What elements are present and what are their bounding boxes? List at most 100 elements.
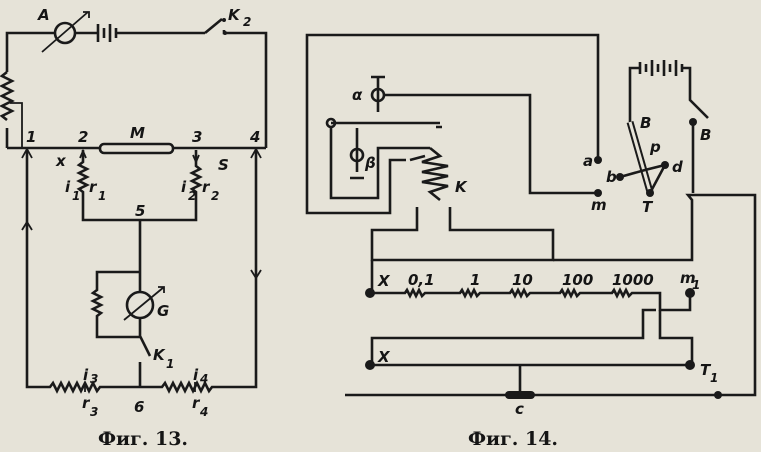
ammeter-icon	[53, 21, 77, 45]
label-k2-sub: 2	[243, 15, 251, 29]
label-i2-sub: 2	[188, 189, 196, 203]
rheostat-icon	[0, 70, 15, 122]
label-T1: T	[700, 361, 712, 379]
label-T1-sub: 1	[710, 371, 718, 385]
label-k1: K	[153, 346, 166, 364]
label-sample-M: M	[130, 124, 145, 142]
circuit-stroke	[714, 391, 722, 399]
ground-line	[345, 365, 718, 397]
label-d: d	[672, 158, 683, 176]
terminal-X1	[365, 288, 375, 298]
label-a: a	[583, 152, 593, 170]
circuit-stroke	[222, 18, 226, 22]
label-b: b	[606, 168, 617, 186]
terminal-a	[594, 156, 602, 164]
lever-wire	[329, 127, 430, 200]
label-T: T	[642, 198, 654, 216]
label-m1: m	[680, 269, 696, 287]
label-G: G	[157, 302, 169, 320]
coil-wire	[370, 154, 555, 262]
label-i4: i	[193, 366, 199, 384]
circuit-stroke	[689, 118, 697, 126]
bottom-bridge	[25, 150, 258, 394]
figure-13-caption: Фиг. 13.	[98, 428, 188, 450]
contact-bd	[619, 163, 668, 194]
galvanometer-icon	[125, 290, 155, 320]
label-k1-sub: 1	[166, 357, 174, 371]
label-resistor-100: 100	[562, 271, 593, 289]
label-S: S	[218, 156, 229, 174]
label-i4-sub: 4	[199, 372, 208, 386]
contact-c	[505, 391, 535, 399]
label-resistor-1000: 1000	[612, 271, 654, 289]
circuit-stroke	[661, 161, 669, 169]
label-r1: r	[89, 178, 98, 196]
figure-14-caption: Фиг. 14.	[468, 428, 558, 450]
label-i2: i	[181, 178, 187, 196]
coil-K-icon	[421, 146, 449, 202]
galvanometer-shunt	[90, 270, 140, 339]
label-node-4: 4	[249, 128, 260, 146]
battery-icon-2	[628, 60, 709, 122]
label-r2-sub: 2	[211, 189, 219, 203]
label-r1-sub: 1	[98, 189, 106, 203]
label-X2: X	[377, 348, 391, 366]
label-i3: i	[83, 366, 89, 384]
circuit-stroke	[628, 121, 652, 193]
label-resistor-10: 10	[512, 271, 533, 289]
label-node-3: 3	[192, 128, 202, 146]
label-r4: r	[192, 394, 201, 412]
label-i3-sub: 3	[90, 372, 98, 386]
circuit-stroke	[646, 189, 654, 197]
label-m: m	[591, 196, 607, 214]
r1-r2-branch	[76, 150, 203, 222]
circuit-stroke	[350, 128, 364, 180]
label-m1-sub: 1	[692, 278, 700, 292]
switch-k2-icon	[204, 17, 223, 35]
rheostat-slider	[10, 102, 23, 148]
circuit-stroke	[84, 382, 196, 392]
label-x: x	[55, 152, 67, 170]
label-X1: X	[377, 272, 391, 290]
label-r3-sub: 3	[90, 405, 98, 419]
label-c: c	[515, 400, 524, 418]
label-i1: i	[65, 178, 71, 196]
circuit-stroke	[79, 148, 200, 165]
figure-14: α β K a m b d T B B p X X 0,1 1 10 100 1…	[305, 33, 757, 450]
label-i1-sub: 1	[72, 189, 80, 203]
label-r4-sub: 4	[199, 405, 208, 419]
label-k2: K	[228, 6, 241, 24]
bridge-lower-wires	[370, 308, 694, 367]
terminal-m1	[685, 288, 695, 298]
label-resistor-1: 1	[470, 271, 480, 289]
circuit-stroke	[616, 173, 624, 181]
resistance-decade-box	[370, 287, 692, 312]
terminal-m	[594, 189, 602, 197]
label-node-6: 6	[134, 398, 144, 416]
sample-rod-M	[98, 142, 175, 155]
battery-icon	[95, 24, 121, 42]
label-alpha: α	[352, 86, 363, 104]
circuit-stroke	[95, 24, 121, 42]
label-r2: r	[202, 178, 211, 196]
label-node-2: 2	[78, 128, 88, 146]
supply-wire	[5, 30, 268, 148]
circuit-stroke	[123, 286, 165, 321]
label-node-5: 5	[135, 202, 145, 220]
label-B: B	[640, 114, 651, 132]
label-resistor-0.1: 0,1	[408, 271, 435, 289]
label-K: K	[455, 178, 468, 196]
label-node-1: 1	[26, 128, 36, 146]
label-p: p	[649, 138, 661, 156]
ammeter-needle	[41, 11, 90, 53]
right-wire	[370, 193, 757, 397]
circuit-stroke	[223, 31, 227, 35]
label-ammeter: A	[37, 6, 50, 24]
outer-loop	[305, 33, 600, 215]
label-beta: β	[364, 154, 376, 172]
label-r3: r	[82, 394, 91, 412]
alpha-wire	[371, 75, 598, 195]
